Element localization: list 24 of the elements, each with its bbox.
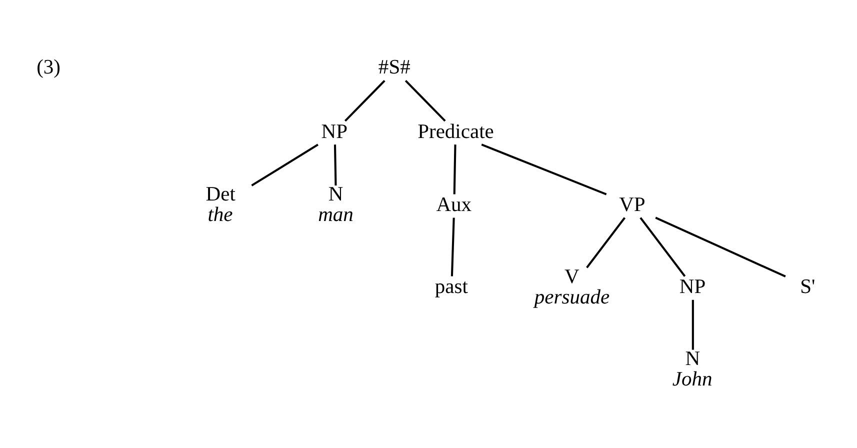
node-text: NP: [321, 120, 348, 143]
connector: [655, 216, 786, 278]
node-text: S': [800, 276, 816, 298]
node-text: Predicate: [418, 120, 494, 143]
connector: [481, 144, 607, 196]
node-text: N man: [318, 184, 354, 226]
node-text: VP: [619, 194, 646, 216]
node-text: Det the: [206, 184, 236, 226]
connector: [586, 217, 626, 268]
connector: [334, 144, 337, 186]
node-text: past: [434, 276, 468, 298]
node-text: N John: [672, 348, 712, 390]
connector: [453, 144, 456, 194]
connector: [692, 300, 694, 350]
label: (3): [36, 56, 61, 79]
connector: [404, 80, 446, 122]
connector: [344, 80, 386, 122]
node-text: NP: [679, 276, 706, 298]
node-text: V persuade: [534, 266, 610, 308]
connector: [450, 218, 455, 276]
node-text: #S#: [378, 56, 410, 79]
node-text: Aux: [436, 194, 472, 216]
connector: [251, 144, 318, 186]
connector: [640, 217, 686, 277]
